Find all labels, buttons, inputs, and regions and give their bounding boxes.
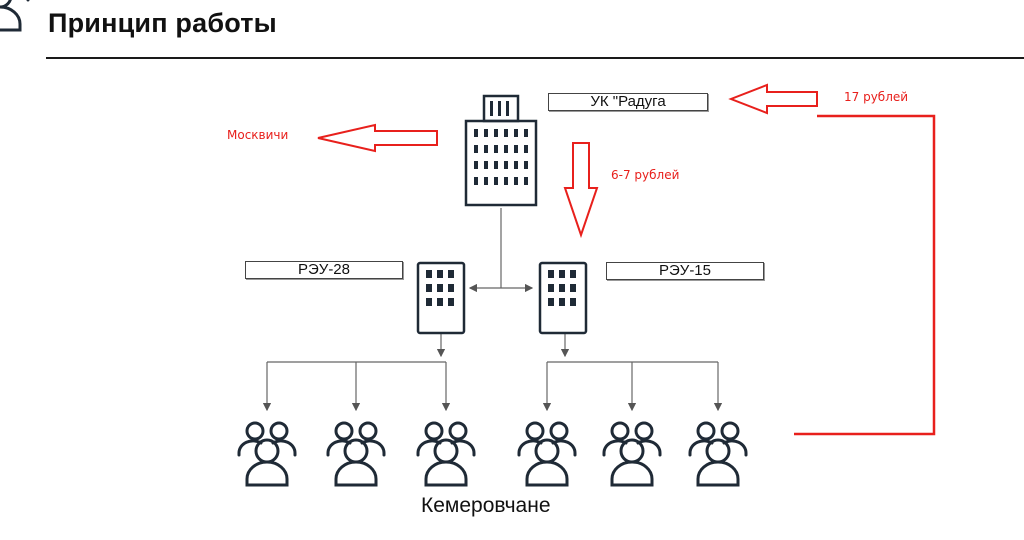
people-group-icon	[0, 0, 30, 32]
payment-to-reu-label: 6-7 рублей	[611, 168, 680, 182]
connector-lines	[262, 208, 723, 412]
reu-28-label: РЭУ-28	[245, 261, 403, 279]
reu-28-building-icon	[416, 261, 466, 335]
reu-15-label: РЭУ-15	[606, 262, 764, 280]
people-group-icon	[517, 421, 577, 487]
moscow-label: Москвичи	[227, 128, 289, 142]
people-group-icon	[326, 421, 386, 487]
payment-to-uk-label: 17 рублей	[844, 90, 909, 104]
page-title: Принцип работы	[48, 8, 277, 38]
residents-caption: Кемеровчане	[421, 494, 551, 517]
people-group-icon	[416, 421, 476, 487]
people-group-icon	[237, 421, 297, 487]
title-divider	[46, 57, 1024, 59]
red-payment-flow-line	[794, 114, 936, 436]
red-arrow-down-to-reu	[563, 142, 599, 239]
people-group-icon	[602, 421, 662, 487]
reu-15-building-icon	[538, 261, 588, 335]
uk-raduga-label: УК "Радуга	[548, 93, 708, 111]
people-group-icon	[688, 421, 748, 487]
uk-building-icon	[464, 94, 538, 207]
red-arrow-to-uk	[728, 83, 818, 115]
red-arrow-to-moscow	[317, 123, 438, 153]
